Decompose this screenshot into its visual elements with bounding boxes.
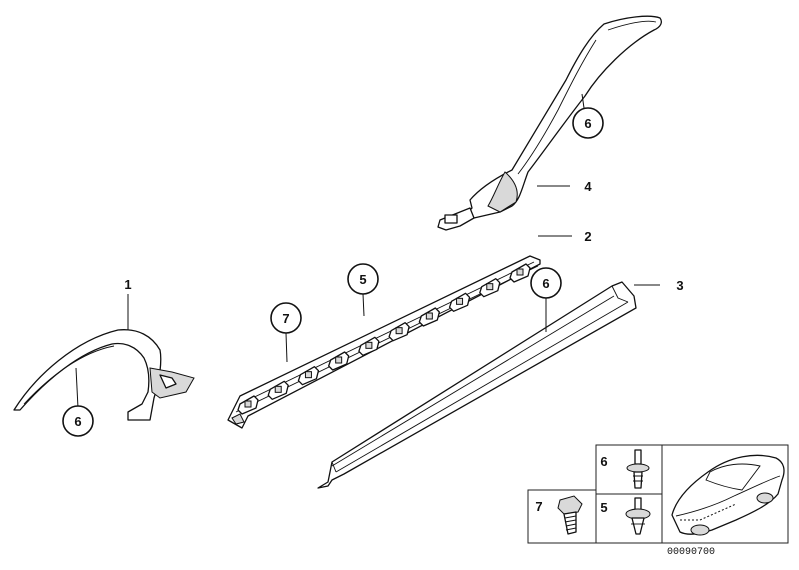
- callout-part-6-sill: 6: [530, 267, 562, 299]
- legend-cell-5-label: 5: [600, 500, 607, 515]
- rear-wheel-arch-trim: [437, 15, 662, 231]
- legend-cell-7-label: 7: [535, 499, 542, 514]
- fastener-legend: 7 6 5 0: [527, 444, 789, 558]
- carrier-clip-hole: [395, 327, 403, 335]
- carrier-clip-hole: [365, 341, 373, 349]
- callouts: 1 2 3 4 6 6 6 5 7: [62, 107, 684, 437]
- leader-lines: [75, 93, 660, 409]
- outer-sill-panel: [317, 281, 637, 489]
- push-rivet-icon: [625, 497, 651, 535]
- callout-part-7-label: 7: [282, 311, 289, 326]
- callout-part-4: 4: [584, 179, 592, 194]
- carrier-clip-hole: [425, 312, 433, 320]
- callout-part-6-arch: 6: [572, 107, 604, 139]
- carrier-clip-hole: [274, 385, 282, 393]
- callout-part-6-front-label: 6: [74, 414, 81, 429]
- callout-part-6-sill-label: 6: [542, 276, 549, 291]
- sill-carrier-clips: [237, 263, 531, 415]
- diagram-reference-code: 00090700: [667, 547, 715, 558]
- carrier-clip-hole: [486, 283, 494, 291]
- carrier-clip-hole: [456, 297, 464, 305]
- callout-part-5-label: 5: [359, 272, 366, 287]
- legend-cell-6-label: 6: [600, 454, 607, 469]
- bolt-icon: [557, 495, 583, 535]
- trim-clip-icon: [626, 449, 650, 489]
- carrier-clip-hole: [304, 371, 312, 379]
- callout-part-2: 2: [584, 229, 591, 244]
- callout-part-3: 3: [676, 278, 683, 293]
- callout-part-6-arch-label: 6: [584, 116, 591, 131]
- callout-part-1: 1: [124, 277, 131, 292]
- carrier-clip-hole: [244, 400, 252, 408]
- callout-part-5: 5: [347, 263, 379, 295]
- car-location-thumbnail-icon: [671, 454, 785, 536]
- callout-part-7: 7: [270, 302, 302, 334]
- carrier-clip-hole: [516, 268, 524, 276]
- front-wheel-arch-trim: [13, 329, 195, 421]
- callout-part-6-front: 6: [62, 405, 94, 437]
- carrier-clip-hole: [335, 356, 343, 364]
